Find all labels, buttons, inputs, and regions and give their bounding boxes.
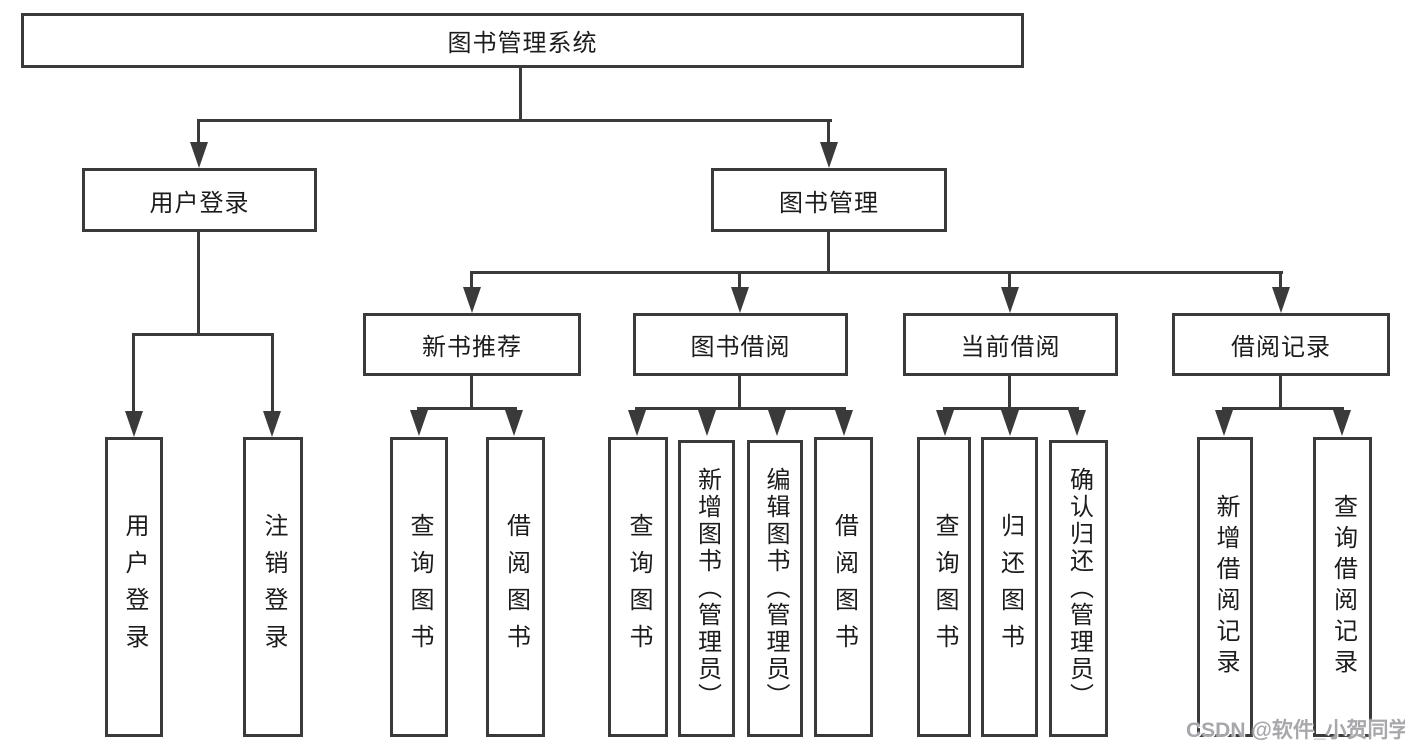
node-label: 查询图书 xyxy=(931,513,958,661)
leaf-add-book-admin: 新增图书（管理员） xyxy=(678,440,735,737)
leaf-query-books-current: 查询图书 xyxy=(917,437,971,737)
leaf-edit-book-admin: 编辑图书（管理员） xyxy=(747,440,803,737)
connector-line xyxy=(827,119,830,145)
arrow-down-icon xyxy=(820,142,838,168)
arrow-down-icon xyxy=(190,142,208,168)
connector-line xyxy=(132,333,135,413)
arrow-down-icon xyxy=(410,410,428,436)
arrow-down-icon xyxy=(768,410,786,436)
connector-line xyxy=(197,232,200,336)
node-label: 注销登录 xyxy=(260,513,287,661)
arrow-down-icon xyxy=(698,410,716,436)
node-label: 图书管理系统 xyxy=(447,30,598,57)
node-label: 查询图书 xyxy=(625,513,652,661)
node-current-borrowing: 当前借阅 xyxy=(903,313,1118,376)
connector-line xyxy=(1008,375,1011,410)
connector-line xyxy=(470,271,1283,274)
arrow-down-icon xyxy=(1001,287,1019,313)
leaf-add-borrow-record: 新增借阅记录 xyxy=(1197,437,1253,737)
csdn-watermark: CSDN @软件_小贺同学 xyxy=(1186,719,1405,742)
node-book-management: 图书管理 xyxy=(711,168,947,232)
connector-line xyxy=(197,119,200,145)
node-label: 新书推荐 xyxy=(422,334,522,361)
arrow-down-icon xyxy=(1333,410,1351,436)
connector-line xyxy=(519,66,522,122)
connector-line xyxy=(1279,271,1282,290)
node-label: 确认归还（管理员） xyxy=(1065,467,1093,710)
node-label: 图书借阅 xyxy=(690,334,791,361)
node-label: 新增图书（管理员） xyxy=(693,467,721,710)
leaf-borrow-books-recommend: 借阅图书 xyxy=(486,437,545,737)
node-new-book-recommend: 新书推荐 xyxy=(363,313,581,376)
leaf-borrow-books-borrowing: 借阅图书 xyxy=(814,437,873,737)
node-label: 当前借阅 xyxy=(960,334,1061,361)
leaf-user-login: 用户登录 xyxy=(105,437,163,737)
connector-line xyxy=(470,375,473,410)
connector-line xyxy=(417,407,517,410)
node-library-system: 图书管理系统 xyxy=(21,13,1024,68)
arrow-down-icon xyxy=(835,410,853,436)
node-label: 借阅记录 xyxy=(1231,334,1331,361)
node-label: 图书管理 xyxy=(779,189,879,217)
connector-line xyxy=(197,119,832,122)
arrow-down-icon xyxy=(628,410,646,436)
node-label: 归还图书 xyxy=(996,513,1024,661)
node-label: 借阅图书 xyxy=(830,513,858,661)
arrow-down-icon xyxy=(505,410,523,436)
leaf-query-books-borrowing: 查询图书 xyxy=(608,437,668,737)
leaf-return-books: 归还图书 xyxy=(981,437,1038,737)
connector-line xyxy=(738,375,741,410)
node-label: 新增借阅记录 xyxy=(1212,494,1239,680)
node-book-borrowing: 图书借阅 xyxy=(633,313,848,376)
arrow-down-icon xyxy=(1272,287,1290,313)
arrow-down-icon xyxy=(731,287,749,313)
leaf-confirm-return-admin: 确认归还（管理员） xyxy=(1049,440,1108,737)
connector-line xyxy=(470,271,473,290)
connector-line xyxy=(738,271,741,290)
arrow-down-icon xyxy=(463,287,481,313)
leaf-logout: 注销登录 xyxy=(243,437,303,737)
connector-line xyxy=(271,333,274,413)
connector-line xyxy=(943,407,1079,410)
arrow-down-icon xyxy=(125,411,143,437)
connector-line xyxy=(132,333,274,336)
connector-line xyxy=(1222,407,1344,410)
node-label: 用户登录 xyxy=(149,189,250,217)
node-label: 编辑图书（管理员） xyxy=(762,467,789,710)
node-label: 查询借阅记录 xyxy=(1329,494,1357,680)
arrow-down-icon xyxy=(1215,410,1233,436)
arrow-down-icon xyxy=(1001,410,1019,436)
connector-line xyxy=(635,407,846,410)
connector-line xyxy=(827,232,830,274)
node-borrowing-records: 借阅记录 xyxy=(1172,313,1390,376)
node-user-login: 用户登录 xyxy=(82,168,317,232)
leaf-query-borrow-record: 查询借阅记录 xyxy=(1313,437,1372,737)
connector-line xyxy=(1279,375,1282,410)
node-label: 用户登录 xyxy=(121,513,148,661)
connector-line xyxy=(1008,271,1011,290)
arrow-down-icon xyxy=(1068,410,1086,436)
arrow-down-icon xyxy=(263,411,281,437)
node-label: 借阅图书 xyxy=(502,513,530,661)
node-label: 查询图书 xyxy=(406,513,433,661)
arrow-down-icon xyxy=(936,410,954,436)
leaf-query-books-recommend: 查询图书 xyxy=(390,437,448,737)
